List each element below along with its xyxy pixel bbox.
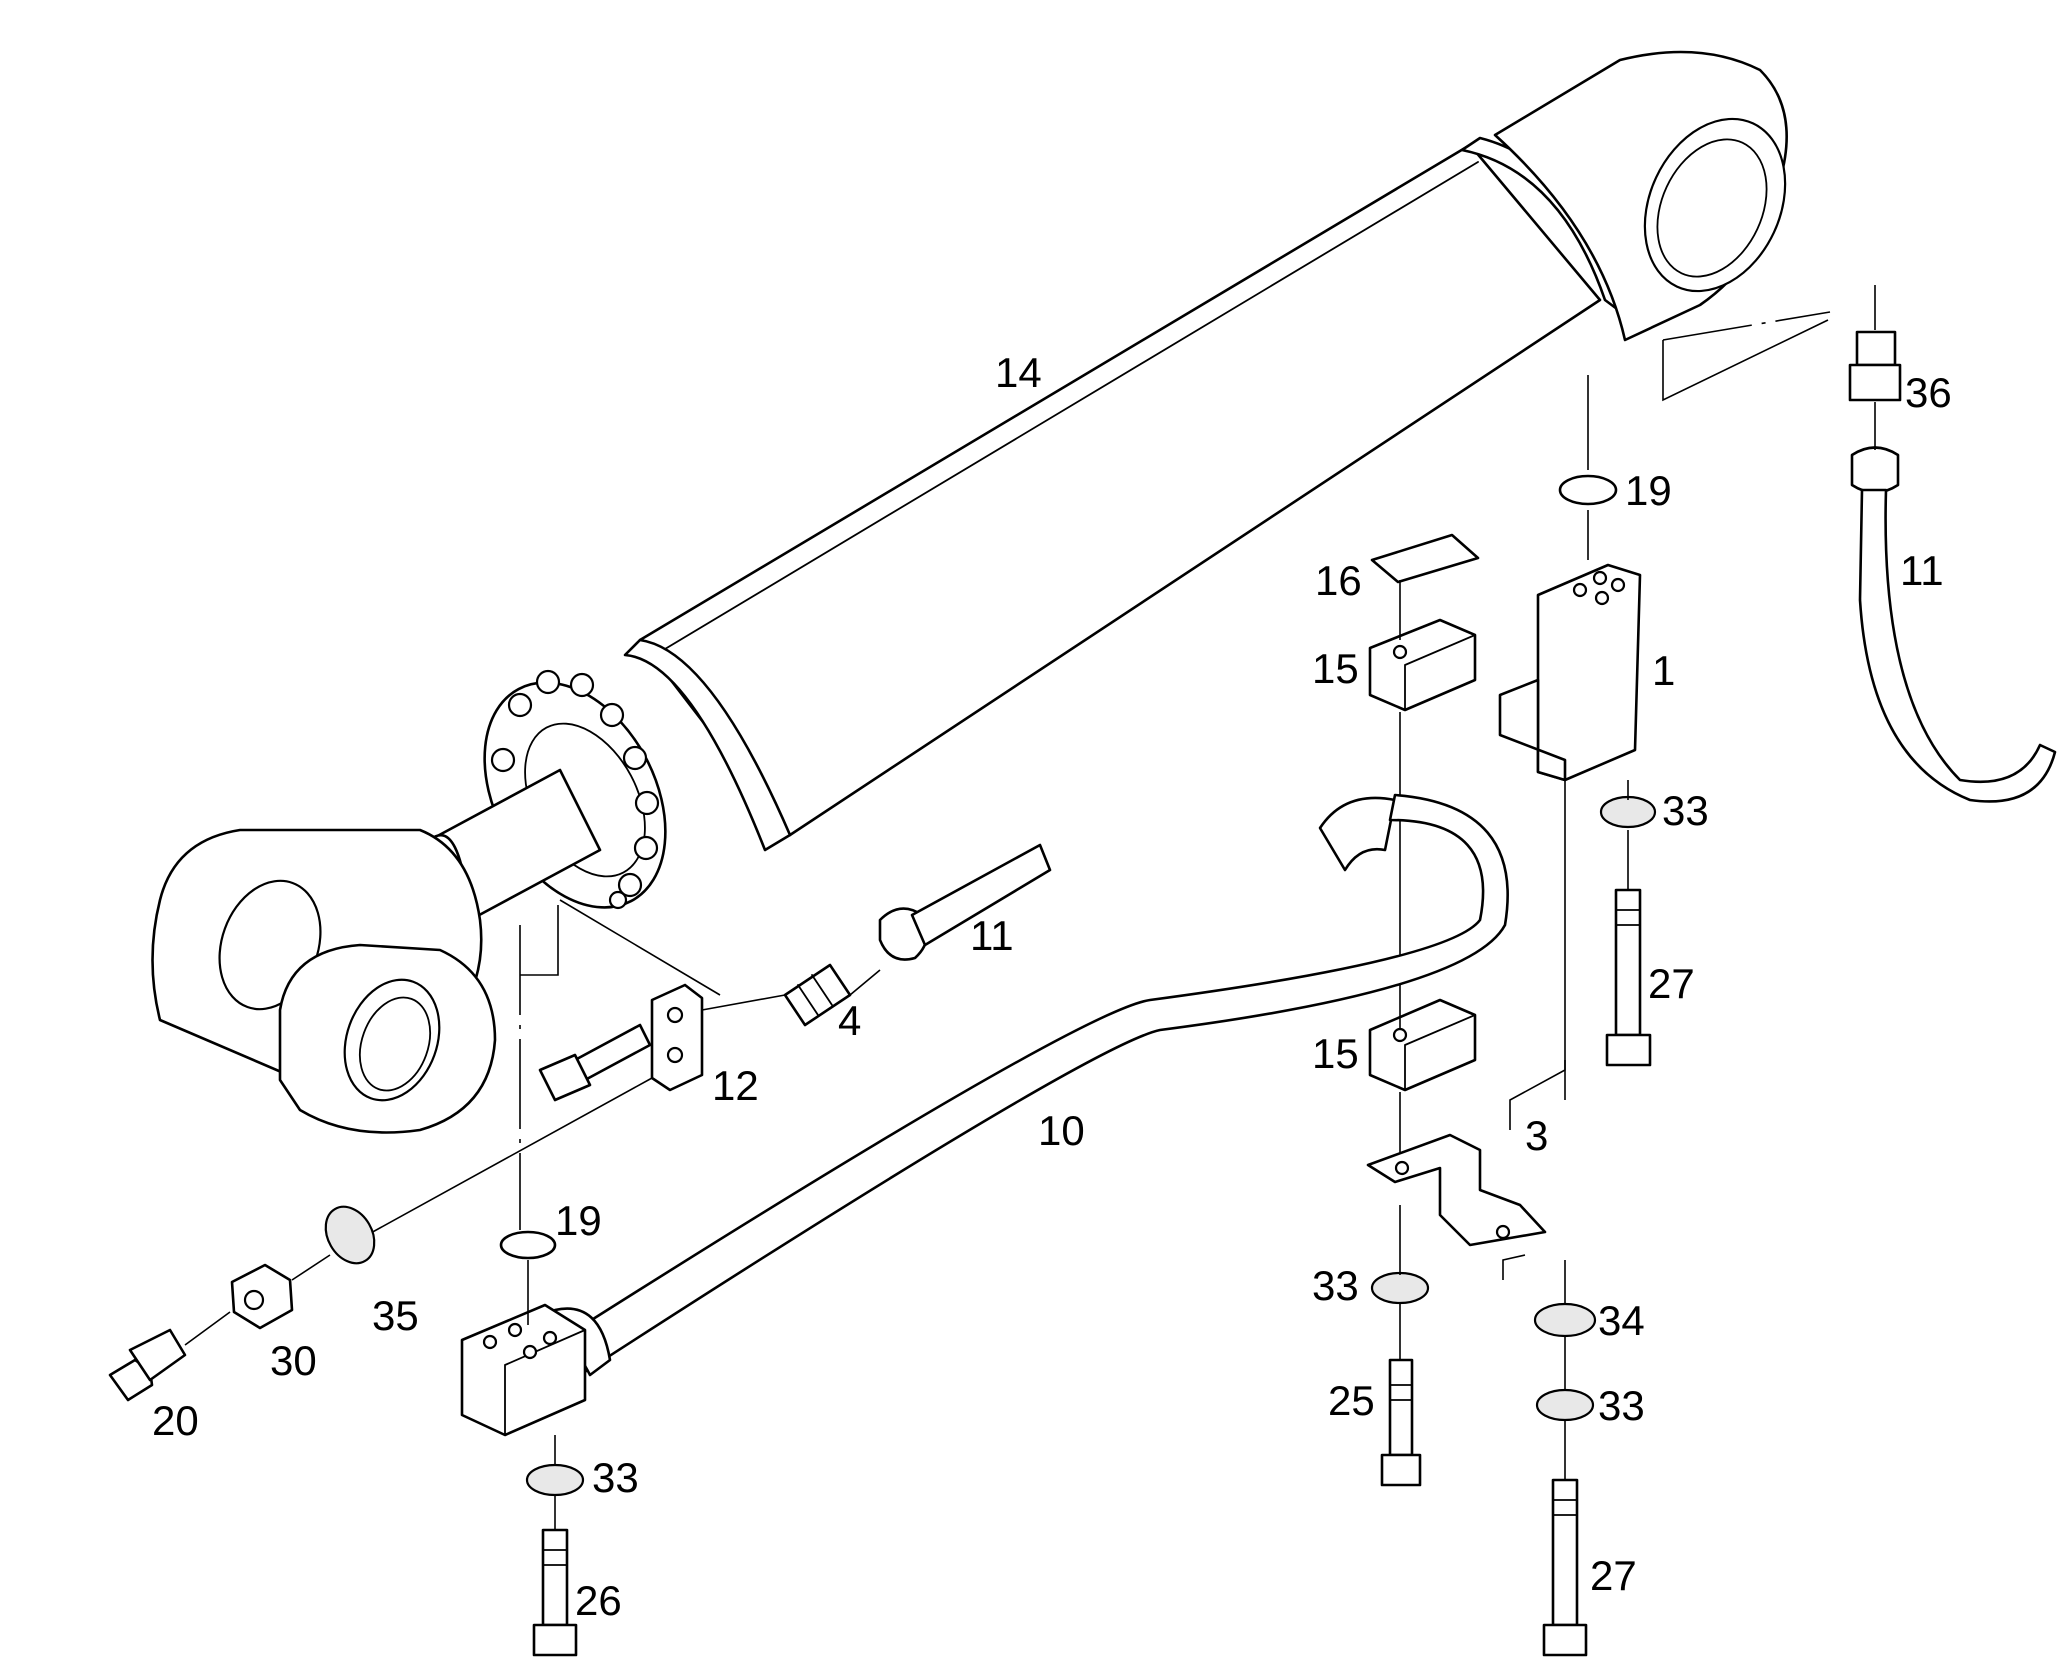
- callout-19-left: 19: [555, 1197, 602, 1244]
- washer-33-block: [1599, 795, 1657, 829]
- piston-rod-clevis: [151, 768, 628, 1134]
- bolt-27-lower: [1542, 1478, 1588, 1657]
- callout-30: 30: [270, 1337, 317, 1384]
- callout-33-left: 33: [592, 1454, 639, 1501]
- bolt-12: [538, 1023, 652, 1102]
- callout-15-upper: 15: [1312, 645, 1359, 692]
- washer-33-left: [525, 1463, 585, 1497]
- callout-11-right: 11: [1900, 547, 1944, 594]
- cylinder-barrel: [638, 50, 1788, 837]
- callout-10: 10: [1038, 1107, 1085, 1154]
- washer-35: [324, 1205, 376, 1265]
- washer-34: [1533, 1302, 1597, 1338]
- clamp-15-lower: [1368, 998, 1477, 1092]
- callout-12: 12: [712, 1062, 759, 1109]
- callout-15-lower: 15: [1312, 1030, 1359, 1077]
- bolt-25: [1380, 1358, 1422, 1487]
- callout-25: 25: [1328, 1377, 1375, 1424]
- bolt-26: [532, 1528, 578, 1657]
- callout-1: 1: [1652, 647, 1675, 694]
- valve-block-part-1: [1498, 563, 1642, 782]
- callout-11-mid: 11: [970, 912, 1014, 959]
- grease-nipple-20: [108, 1328, 187, 1402]
- callout-14: 14: [995, 349, 1042, 396]
- callout-36: 36: [1905, 369, 1952, 416]
- callout-4: 4: [838, 997, 861, 1044]
- oring-19-right: [1558, 474, 1618, 506]
- pipe-11-mid: [878, 843, 1052, 961]
- plate-16: [1370, 533, 1480, 584]
- callout-35: 35: [372, 1292, 419, 1339]
- callout-16: 16: [1315, 557, 1362, 604]
- washer-33-bracket: [1535, 1388, 1595, 1422]
- callout-3: 3: [1525, 1112, 1548, 1159]
- oring-19-left: [499, 1230, 557, 1260]
- nut-30: [230, 1263, 294, 1330]
- hose-assembly-right: [1848, 285, 2057, 803]
- bracket-3: [1366, 1133, 1547, 1247]
- callout-20: 20: [152, 1397, 199, 1444]
- callout-26: 26: [575, 1577, 622, 1624]
- clamp-15-upper: [1368, 618, 1477, 712]
- plate-12: [650, 983, 704, 1092]
- block-pipe-end: [460, 1303, 587, 1437]
- callout-33-block: 33: [1662, 787, 1709, 834]
- callout-33-bracket: 33: [1598, 1382, 1645, 1429]
- callout-34: 34: [1598, 1297, 1645, 1344]
- callout-27-lower: 27: [1590, 1552, 1637, 1599]
- washer-33-clamp: [1370, 1271, 1430, 1305]
- callout-19-right: 19: [1625, 467, 1672, 514]
- bolt-27-upper: [1605, 888, 1652, 1067]
- callout-33-clamp: 33: [1312, 1262, 1359, 1309]
- callout-27-upper: 27: [1648, 960, 1695, 1007]
